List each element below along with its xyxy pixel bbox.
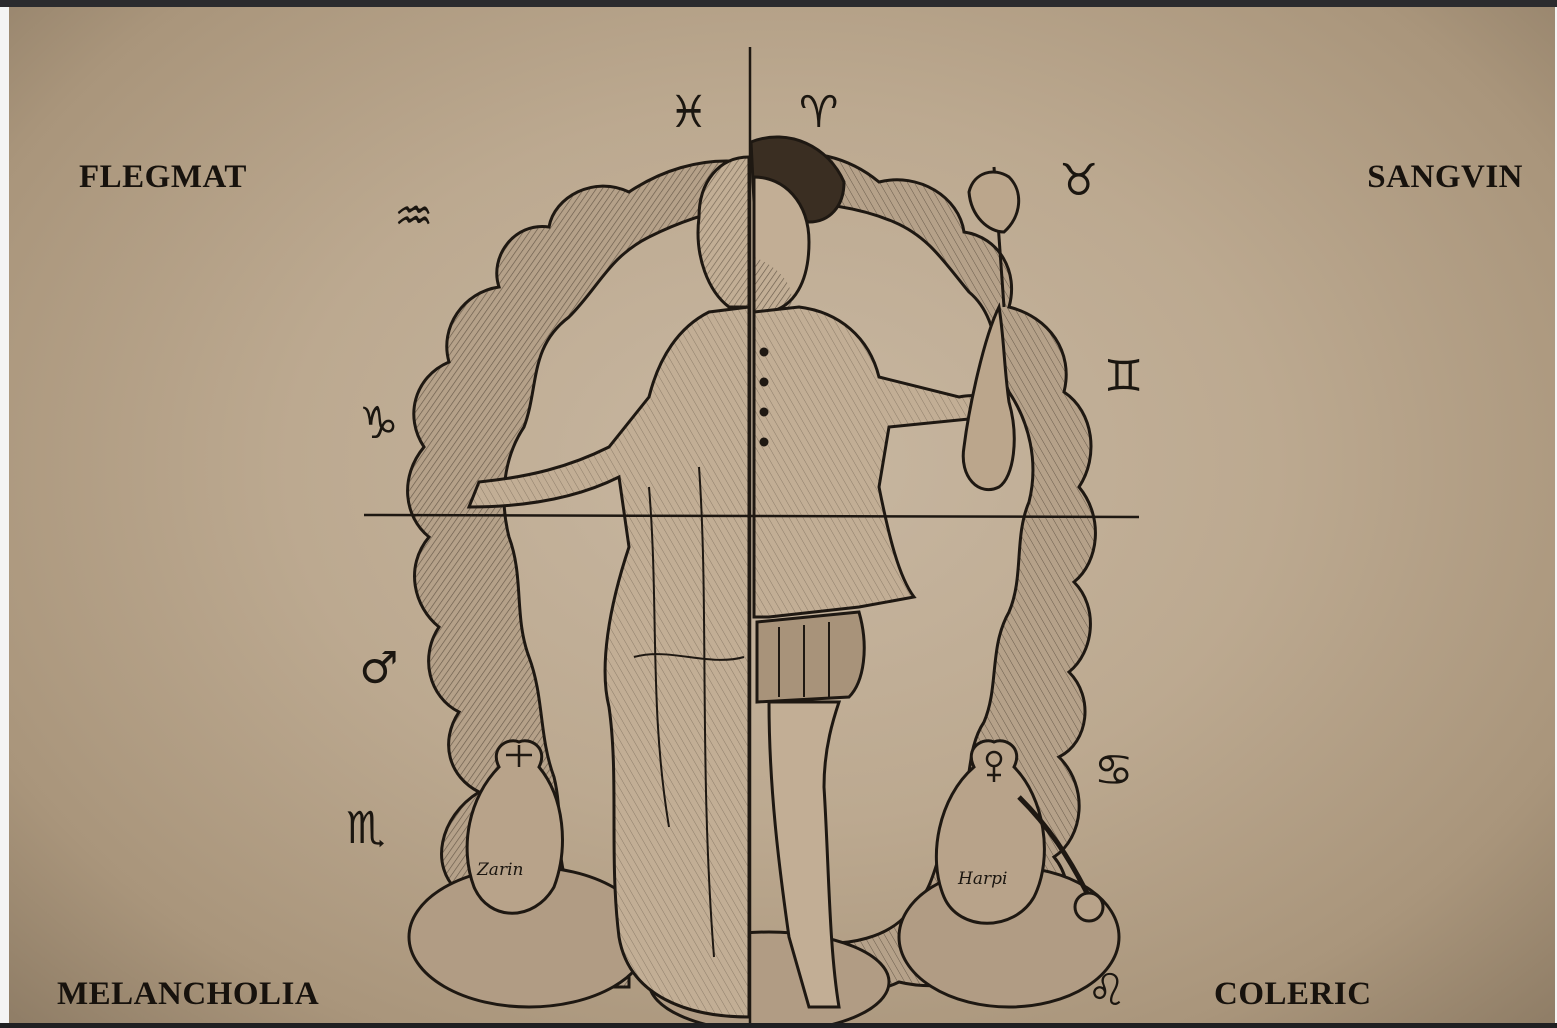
aries-icon: ♈ (799, 91, 838, 135)
top-bar (0, 0, 1557, 7)
capricorn-icon: ♑ (359, 402, 398, 446)
aquarius-icon: ♒ (394, 195, 433, 239)
mars-icon: ♂ (359, 647, 398, 691)
label-sangvin: SANGVIN (1367, 161, 1523, 194)
scorpio-icon: ♏ (346, 807, 385, 851)
pisces-icon: ♓ (669, 91, 708, 135)
label-melancholia: MELANCHOLIA (57, 978, 319, 1011)
leo-icon: ♌ (1087, 969, 1126, 1013)
taurus-icon: ♉ (1059, 159, 1098, 203)
gemini-icon: ♊ (1104, 355, 1143, 399)
label-flegmat: FLEGMAT (79, 161, 247, 194)
right-bag-label: Harpi (958, 869, 1007, 889)
left-bag-label: Zarin (477, 860, 523, 880)
cancer-icon: ♋ (1094, 749, 1133, 793)
engraving-paper: FLEGMAT SANGVIN MELANCHOLIA COLERIC ♓ ♈ … (9, 7, 1555, 1023)
label-coleric: COLERIC (1214, 978, 1372, 1011)
bottom-bar (0, 1023, 1557, 1028)
